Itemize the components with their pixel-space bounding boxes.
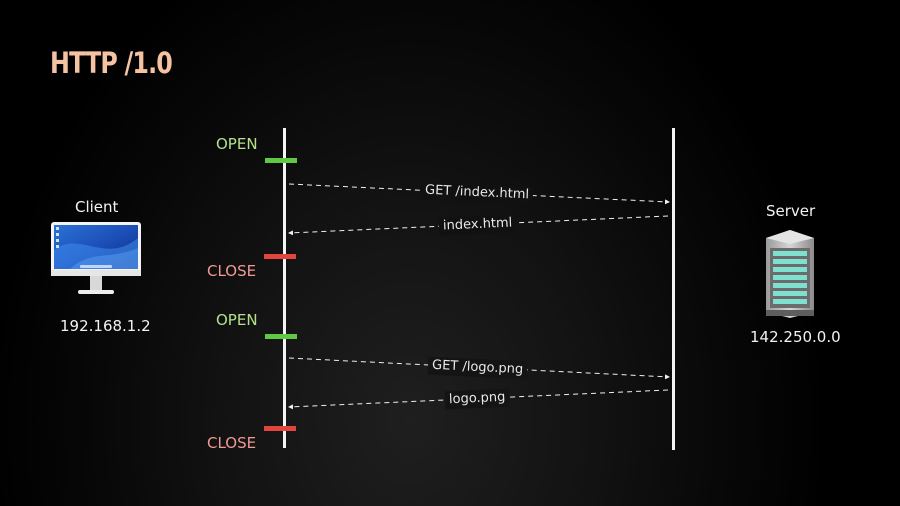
close-label: CLOSE: [207, 434, 257, 452]
server-lifeline: [672, 128, 675, 450]
server-label: Server: [766, 202, 816, 220]
close-marker: [264, 426, 296, 431]
server-ip: 142.250.0.0: [750, 328, 841, 346]
close-marker: [264, 254, 296, 259]
close-label: CLOSE: [207, 262, 257, 280]
client-lifeline: [283, 128, 286, 448]
page-title: HTTP /1.0: [50, 46, 173, 80]
open-marker: [265, 158, 297, 163]
response-label: index.html: [438, 214, 517, 236]
server-rack-icon: [766, 230, 814, 318]
response-label: logo.png: [444, 388, 510, 410]
client-ip: 192.168.1.2: [60, 317, 151, 335]
monitor-icon: [51, 222, 141, 294]
client-label: Client: [75, 198, 119, 216]
open-marker: [265, 334, 297, 339]
open-label: OPEN: [216, 311, 258, 329]
open-label: OPEN: [216, 135, 258, 153]
